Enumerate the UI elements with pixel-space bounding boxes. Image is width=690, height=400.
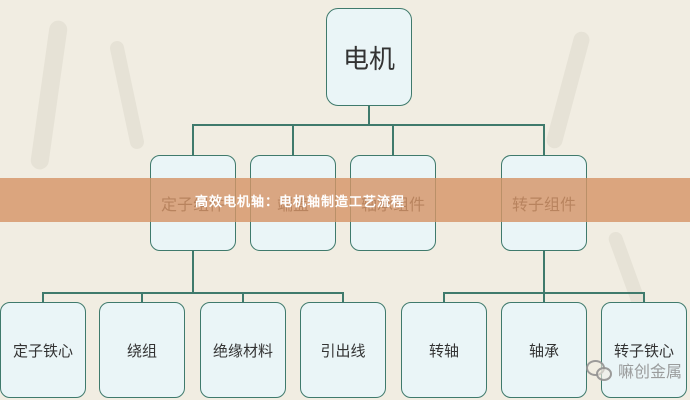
connector-group-2 bbox=[292, 124, 294, 156]
connector-stator-child-3 bbox=[242, 292, 244, 302]
title-banner: 高效电机轴：电机轴制造工艺流程 bbox=[0, 178, 690, 222]
connector-stator-down bbox=[192, 250, 194, 294]
background-brush-stroke bbox=[29, 19, 69, 171]
connector-root-down bbox=[368, 105, 370, 125]
connector-stator-child-4 bbox=[342, 292, 344, 302]
leaf-node-winding: 绕组 bbox=[99, 302, 185, 398]
connector-stator-bus bbox=[42, 292, 344, 294]
leaf-node-shaft: 转轴 bbox=[401, 302, 487, 398]
background-brush-stroke bbox=[544, 29, 592, 151]
connector-rotor-child-2 bbox=[543, 292, 545, 302]
connector-rotor-child-1 bbox=[443, 292, 445, 302]
leaf-node-insulation: 绝缘材料 bbox=[200, 302, 286, 398]
connector-group-1 bbox=[192, 124, 194, 156]
root-node: 电机 bbox=[326, 8, 412, 106]
leaf-node-bearing: 轴承 bbox=[501, 302, 587, 398]
watermark-text: 嘛创金属 bbox=[617, 362, 682, 381]
leaf-node-rotor-core: 转子铁心 bbox=[601, 302, 687, 398]
connector-rotor-child-3 bbox=[643, 292, 645, 302]
background-brush-stroke bbox=[606, 230, 648, 310]
connector-stator-child-2 bbox=[141, 292, 143, 302]
watermark: 嘛创金属 bbox=[585, 358, 682, 382]
banner-title: 高效电机轴：电机轴制造工艺流程 bbox=[194, 194, 405, 210]
connector-level1-bus bbox=[192, 124, 544, 126]
leaf-node-lead-wire: 引出线 bbox=[300, 302, 386, 398]
connector-stator-child-1 bbox=[42, 292, 44, 302]
connector-group-4 bbox=[543, 124, 545, 156]
leaf-node-stator-core: 定子铁心 bbox=[0, 302, 86, 398]
connector-rotor-down bbox=[543, 250, 545, 294]
background-brush-stroke bbox=[108, 39, 146, 151]
wechat-icon bbox=[585, 360, 612, 381]
connector-group-3 bbox=[392, 124, 394, 156]
